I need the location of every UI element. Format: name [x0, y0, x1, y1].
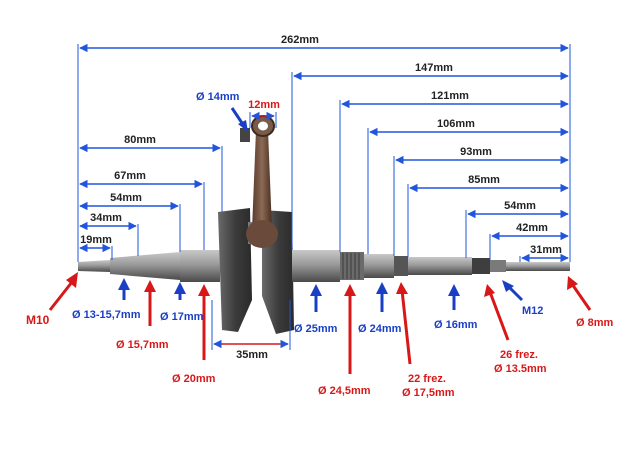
callout-22frez: 22 frez. — [408, 373, 446, 385]
callout-d157: Ø 15,7mm — [116, 339, 169, 351]
crankshaft — [78, 115, 570, 334]
dim-label-147: 147mm — [415, 62, 453, 74]
extension-lines — [77, 44, 571, 350]
left-threaded-end — [78, 260, 110, 272]
spline-22 — [394, 256, 408, 276]
right-seal-journal — [364, 254, 394, 278]
callout-d16: Ø 16mm — [434, 319, 478, 331]
dim-label-54l: 54mm — [110, 192, 142, 204]
dim-label-54r: 54mm — [504, 200, 536, 212]
small-end-bore — [258, 121, 268, 131]
dim-label-34: 34mm — [90, 212, 122, 224]
callout-m10: M10 — [26, 313, 50, 327]
callout-d14: Ø 14mm — [196, 91, 240, 103]
dimension-labels: 262mm 147mm 121mm 106mm 93mm 85mm 54mm 4… — [80, 34, 562, 361]
callout-d24: Ø 24mm — [358, 323, 402, 335]
spline-26 — [472, 258, 490, 274]
dim-label-121: 121mm — [431, 90, 469, 102]
dim-label-262: 262mm — [281, 34, 319, 46]
right-m12-thread — [490, 260, 506, 272]
callout-d25: Ø 25mm — [294, 323, 338, 335]
dim-label-31: 31mm — [530, 244, 562, 256]
right-end-8 — [506, 262, 570, 271]
left-taper — [110, 252, 180, 280]
dim-label-42: 42mm — [516, 222, 548, 234]
dim-label-12: 12mm — [248, 99, 280, 111]
connecting-rod — [252, 130, 272, 230]
callout-d20: Ø 20mm — [172, 373, 216, 385]
right-thread-section — [340, 252, 364, 280]
right-main-journal — [292, 250, 340, 282]
callout-m12: M12 — [522, 305, 543, 317]
dim-label-67: 67mm — [114, 170, 146, 182]
callout-d13: Ø 13-15,7mm — [72, 309, 141, 321]
rod-big-end — [246, 220, 278, 248]
dim-label-19: 19mm — [80, 234, 112, 246]
callout-d245: Ø 24,5mm — [318, 385, 371, 397]
dim-label-93: 93mm — [460, 146, 492, 158]
callout-26frez: 26 frez. — [500, 349, 538, 361]
dim-label-80: 80mm — [124, 134, 156, 146]
thread-lines — [342, 253, 360, 279]
left-journal — [180, 250, 220, 282]
callout-arrows — [48, 107, 592, 374]
dim-label-106: 106mm — [437, 118, 475, 130]
dim-label-85: 85mm — [468, 174, 500, 186]
callout-d8: Ø 8mm — [576, 317, 614, 329]
right-shaft-16 — [408, 257, 472, 275]
left-crank-web — [218, 208, 252, 332]
needle-bearing — [240, 128, 250, 142]
dimension-lines — [79, 43, 569, 349]
callout-d175: Ø 17,5mm — [402, 387, 455, 399]
callout-d135: Ø 13.5mm — [494, 363, 547, 375]
callout-labels: Ø 14mm M10 Ø 13-15,7mm Ø 15,7mm Ø 17mm Ø… — [26, 91, 614, 399]
callout-d17: Ø 17mm — [160, 311, 204, 323]
dim-label-35: 35mm — [236, 349, 268, 361]
